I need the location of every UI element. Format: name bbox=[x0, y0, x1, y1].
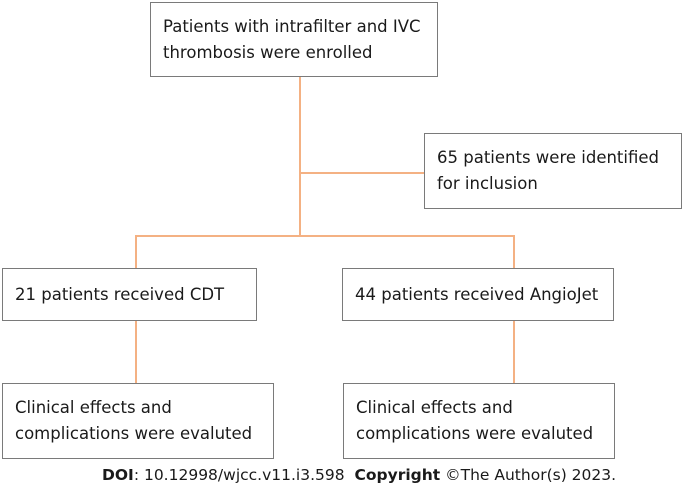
box-outcome-cdt: Clinical effects and complications were … bbox=[2, 383, 274, 459]
connector-to-identified bbox=[300, 172, 424, 174]
copyright-value: ©The Author(s) 2023. bbox=[440, 466, 617, 484]
box-cdt: 21 patients received CDT bbox=[2, 268, 257, 321]
box-outcome-angiojet: Clinical effects and complications were … bbox=[343, 383, 615, 459]
connector-branch bbox=[135, 235, 515, 237]
connector-angiojet-to-outcome bbox=[513, 320, 515, 383]
doi-value: : 10.12998/wjcc.v11.i3.598 bbox=[133, 466, 345, 484]
copyright-label: Copyright bbox=[354, 466, 441, 484]
connector-to-angiojet bbox=[513, 235, 515, 268]
connector-to-cdt bbox=[135, 235, 137, 268]
box-angiojet: 44 patients received AngioJet bbox=[342, 268, 614, 321]
box-enrolled: Patients with intrafilter and IVC thromb… bbox=[150, 2, 438, 77]
citation-footer: DOI: 10.12998/wjcc.v11.i3.598 Copyright … bbox=[102, 466, 616, 484]
connector-cdt-to-outcome bbox=[135, 320, 137, 383]
doi-label: DOI bbox=[102, 466, 134, 484]
connector-trunk bbox=[299, 76, 301, 236]
box-identified: 65 patients were identified for inclusio… bbox=[424, 133, 682, 209]
